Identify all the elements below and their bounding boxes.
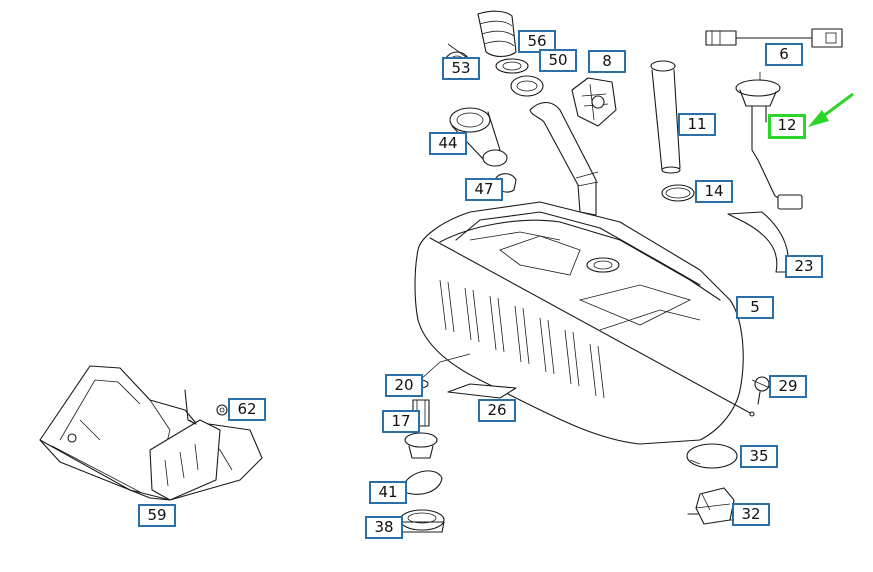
part-label-32[interactable]: 32 [732,503,770,526]
part-label-26[interactable]: 26 [478,399,516,422]
part-label-17[interactable]: 17 [382,410,420,433]
part-label-62[interactable]: 62 [228,398,266,421]
valve-drawing [571,77,617,127]
part-label-47[interactable]: 47 [465,178,503,201]
part-label-20[interactable]: 20 [385,374,423,397]
part-label-12[interactable]: 12 [768,114,806,139]
fuel-sender-drawing [735,72,803,210]
gasket-ring [661,184,695,202]
part-label-11[interactable]: 11 [678,113,716,136]
part-label-56[interactable]: 56 [518,30,556,53]
part-label-59[interactable]: 59 [138,504,176,527]
part-label-41[interactable]: 41 [369,481,407,504]
filler-tube-drawing [650,60,681,174]
fuel-neck-drawing [449,107,508,167]
part-label-29[interactable]: 29 [769,375,807,398]
fuel-tank-drawing [414,201,755,445]
skid-shield-drawing [39,365,263,501]
boot-drawing [477,10,517,58]
part-label-35[interactable]: 35 [740,445,778,468]
part-label-53[interactable]: 53 [442,57,480,80]
arrow-icon [808,92,854,127]
wiring-harness-drawing [705,28,843,48]
part-label-23[interactable]: 23 [785,255,823,278]
part-label-50[interactable]: 50 [539,49,577,72]
part-label-14[interactable]: 14 [695,180,733,203]
part-label-44[interactable]: 44 [429,132,467,155]
part-label-5[interactable]: 5 [736,296,774,319]
part-label-8[interactable]: 8 [588,50,626,73]
part-label-6[interactable]: 6 [765,43,803,66]
part-label-38[interactable]: 38 [365,516,403,539]
